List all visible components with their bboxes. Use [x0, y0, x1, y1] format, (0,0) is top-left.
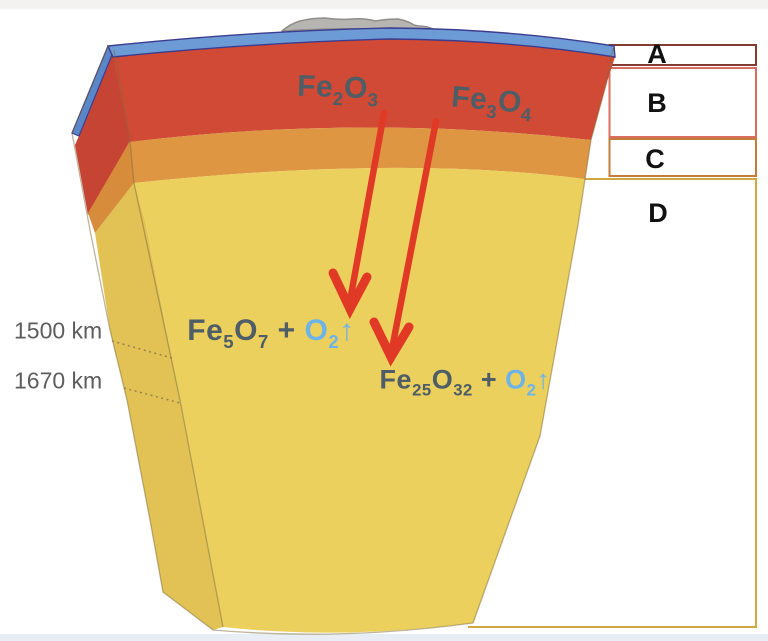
formula-fe25o32-plus-o2: Fe25O32 + O2↑ [379, 364, 551, 400]
bottom-margin-strip [0, 634, 768, 641]
layer-label-d: D [648, 198, 668, 228]
layer-box-d [468, 178, 757, 628]
formula-fe3o4: Fe3O4 [449, 80, 533, 126]
front-face-transition-orange [130, 127, 591, 183]
layer-label-b: B [647, 88, 667, 118]
layer-label-c: C [645, 144, 665, 174]
reaction-arrow-1-head [328, 268, 372, 320]
wedge-inner-edge [113, 49, 224, 628]
reaction-arrow-1-shaft [346, 109, 388, 305]
formula-fe5o7-plus-o2: Fe5O7 + O2↑ [187, 314, 355, 352]
layer-box-a [608, 44, 757, 66]
depth-mark-1670km-dotted-line [123, 387, 181, 404]
formula-fe2o3: Fe2O3 [296, 69, 379, 111]
wedge-outer-outline [71, 45, 614, 635]
layer-label-a: A [647, 39, 667, 69]
side-face-lower-mantle-yellow [95, 183, 223, 630]
depth-label-1500km: 1500 km [14, 317, 103, 344]
reaction-arrow-2-shaft [388, 117, 440, 353]
layer-box-b [608, 67, 757, 138]
front-face-crust-blue [106, 27, 616, 58]
depth-label-1670km: 1670 km [14, 367, 103, 394]
front-face-upper-mantle-red [113, 39, 615, 142]
side-face-transition-orange [88, 141, 134, 233]
top-margin-strip [0, 0, 768, 9]
reaction-arrow-2-head [369, 317, 414, 367]
side-face-upper-mantle-red [75, 50, 130, 215]
layer-box-c [608, 138, 757, 177]
front-face-lower-mantle-yellow [134, 167, 585, 633]
